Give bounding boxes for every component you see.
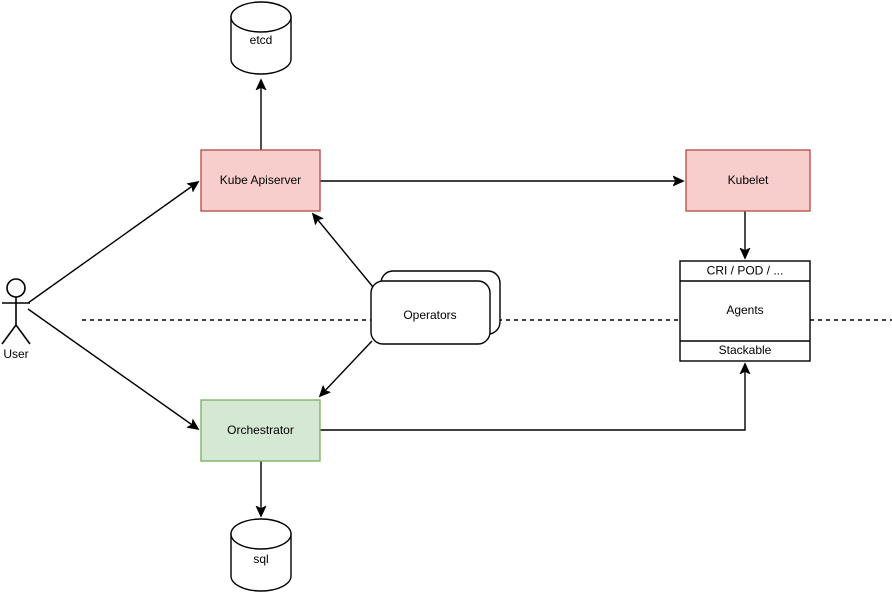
user-label: User [3,347,28,361]
agents-section-label: Agents [726,303,763,317]
node-kubelet[interactable]: Kubelet [685,149,811,212]
stackable-section-label: Stackable [719,343,772,357]
edge-user-to-orchestrator [27,308,198,429]
node-agents-stack[interactable]: CRI / POD / ... Agents Stackable [679,260,811,362]
node-kube-apiserver[interactable]: Kube Apiserver [200,149,321,212]
sql-label: sql [253,552,268,566]
user-legs-icon [1,323,31,345]
orchestrator-label: Orchestrator [227,423,294,437]
kube-apiserver-label: Kube Apiserver [220,173,301,187]
operators-front-card [370,280,491,345]
kubelet-box [685,149,811,212]
sql-cylinder-body [230,533,292,592]
kube-apiserver-box [200,149,321,212]
orchestrator-box [200,399,321,462]
etcd-cylinder-body [230,16,292,75]
node-operators[interactable]: Operators [370,270,501,345]
edge-operators-to-kube-apiserver [313,214,374,288]
edge-operators-to-orchestrator [320,340,373,396]
node-etcd[interactable]: etcd [230,1,292,75]
etcd-label: etcd [250,33,273,47]
node-sql[interactable]: sql [230,518,292,592]
edge-user-to-kube-apiserver [27,182,198,304]
etcd-cylinder-top [230,1,292,33]
user-head-icon [6,278,26,298]
operators-label: Operators [403,308,456,322]
cri-pod-section-label: CRI / POD / ... [707,264,784,278]
node-orchestrator[interactable]: Orchestrator [200,399,321,462]
agents-stack-outer-box [679,260,811,362]
kubelet-label: Kubelet [728,173,769,187]
sql-cylinder-top [230,518,292,550]
edge-orchestrator-to-stackable [320,364,745,431]
actor-user[interactable]: User [1,278,31,361]
